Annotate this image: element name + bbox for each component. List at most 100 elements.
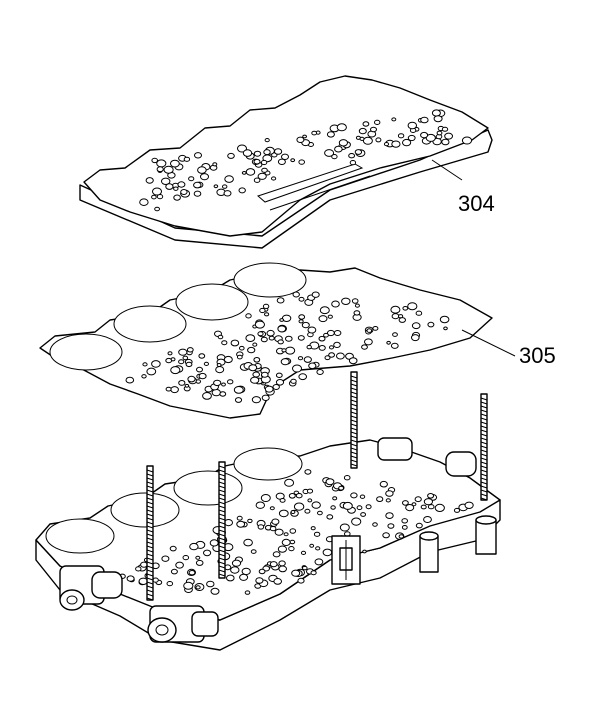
plate-hole	[151, 194, 157, 200]
plate-hole	[353, 310, 361, 316]
plate-hole	[193, 181, 202, 189]
plate-hole	[152, 187, 162, 196]
plate-hole	[407, 134, 416, 142]
plate-hole	[342, 501, 353, 510]
plate-hole	[206, 580, 215, 588]
plate-hole	[441, 138, 450, 146]
plate-hole	[331, 154, 338, 160]
plate-hole	[290, 378, 297, 384]
plate-hole	[319, 306, 330, 315]
plate-hole	[185, 361, 193, 368]
plate-hole	[311, 130, 318, 136]
plate-hole	[215, 366, 225, 374]
plate-hole	[140, 561, 148, 568]
plate-hole	[156, 166, 164, 173]
plate-hole	[464, 501, 474, 509]
electrical-connector	[331, 535, 361, 585]
plate-hole	[222, 184, 228, 189]
plate-hole	[402, 306, 409, 311]
plate-hole	[427, 493, 435, 499]
plate-hole	[210, 587, 220, 595]
plate-hole	[211, 388, 222, 397]
plate-hole	[280, 358, 290, 366]
plate-hole	[177, 181, 186, 188]
plate-hole	[278, 565, 288, 573]
plate-hole	[293, 502, 305, 511]
plate-hole	[433, 115, 443, 123]
plate-hole	[297, 577, 305, 584]
plate-hole	[183, 156, 191, 162]
plate-hole	[327, 314, 333, 319]
plate-hole	[310, 526, 316, 531]
plate-hole	[183, 581, 194, 590]
plate-hole	[398, 314, 404, 319]
plate-hole	[386, 340, 391, 345]
plate-hole	[306, 344, 312, 350]
plate-hole	[182, 555, 190, 561]
plate-hole	[223, 355, 233, 364]
plate-hole	[264, 312, 270, 317]
plate-hole	[264, 138, 270, 143]
plate-hole	[354, 303, 360, 308]
plate-hole	[189, 542, 199, 551]
plate-hole	[304, 469, 312, 475]
plate-hole	[415, 310, 423, 316]
plate-hole	[209, 539, 219, 547]
plate-hole	[277, 339, 284, 345]
plate-hole	[247, 346, 256, 354]
plate-hole	[370, 126, 377, 133]
upper-plate-holes	[139, 109, 473, 212]
plate-hole	[173, 186, 179, 191]
plate-hole	[200, 173, 209, 181]
plate-hole	[175, 561, 184, 569]
plate-hole	[283, 532, 289, 537]
plate-hole	[193, 190, 202, 197]
plate-hole	[197, 166, 207, 174]
plate-hole	[221, 382, 226, 387]
plate-hole	[253, 177, 261, 183]
plate-hole	[260, 494, 271, 502]
plate-hole	[165, 357, 173, 364]
plate-hole	[242, 149, 253, 157]
plate-hole	[382, 532, 390, 539]
plate-hole	[271, 518, 280, 525]
plate-hole	[261, 371, 269, 378]
plate-hole	[198, 372, 207, 380]
solenoid-left	[59, 565, 123, 611]
plate-hole	[348, 357, 358, 365]
plate-hole	[239, 345, 245, 351]
plate-hole	[271, 176, 277, 181]
lower-body-holes	[119, 469, 474, 595]
plate-hole	[281, 538, 291, 547]
plate-hole	[387, 523, 395, 529]
plate-hole	[444, 132, 454, 140]
plate-hole	[349, 160, 357, 166]
plate-hole	[278, 509, 289, 518]
plate-hole	[298, 314, 306, 320]
plate-hole	[291, 569, 301, 577]
plate-hole	[402, 138, 412, 147]
plate-hole	[277, 158, 286, 166]
plate-hole	[333, 341, 341, 348]
plate-hole	[285, 346, 296, 355]
plate-hole	[385, 490, 394, 497]
plate-hole	[315, 546, 321, 551]
plate-hole	[166, 581, 174, 587]
plate-hole	[161, 555, 170, 562]
plate-hole	[278, 560, 286, 567]
plate-hole	[390, 342, 399, 349]
plate-hole	[362, 136, 373, 145]
plate-hole	[364, 338, 373, 346]
plate-hole	[163, 165, 174, 174]
plate-hole	[170, 159, 180, 168]
plate-hole	[407, 302, 418, 311]
plate-hole	[307, 326, 317, 334]
plate-hole	[423, 516, 432, 523]
plate-hole	[427, 321, 435, 328]
plate-hole	[277, 545, 287, 553]
plate-hole	[318, 345, 326, 351]
plate-hole	[290, 510, 296, 514]
plate-hole	[431, 109, 441, 117]
bolt	[480, 393, 488, 501]
